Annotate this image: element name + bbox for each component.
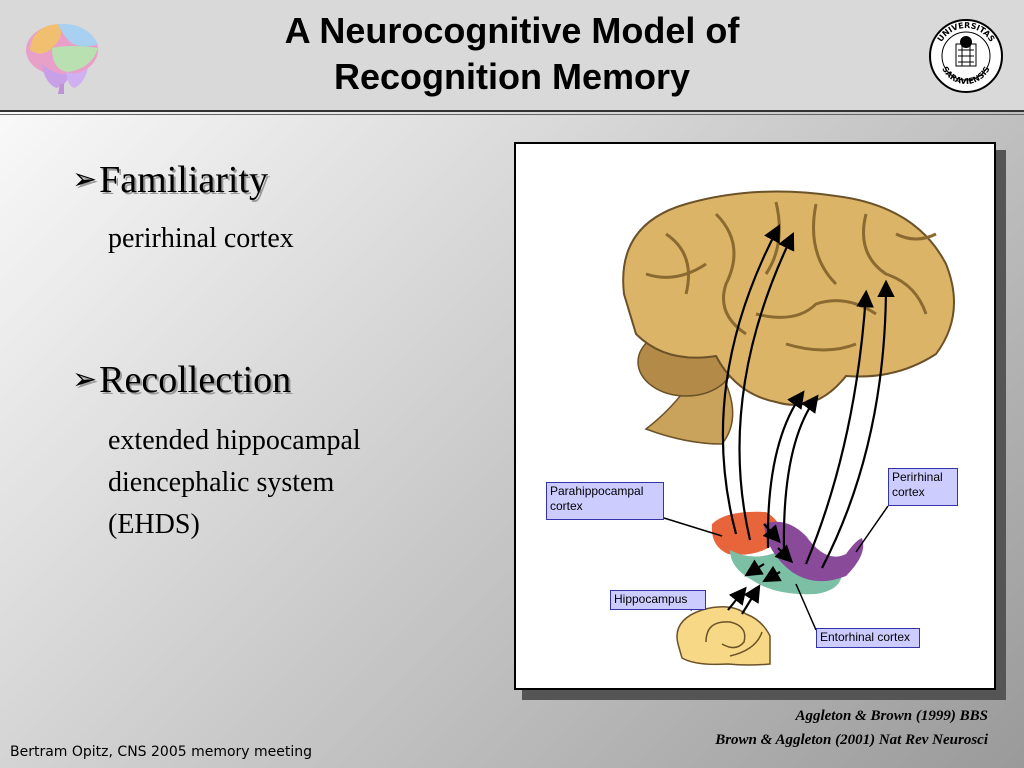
- label-line: Parahippocampal: [550, 484, 644, 498]
- label-line: cortex: [550, 499, 583, 513]
- university-seal-icon: UNIVERSITAS SARAVIENSIS: [929, 19, 1003, 93]
- label-line: cortex: [892, 485, 925, 499]
- bullet-detail: diencephalic system: [108, 467, 335, 498]
- footer-text: Bertram Opitz, CNS 2005 memory meeting: [10, 744, 313, 760]
- bullet-familiarity: ➢Familiarity: [72, 158, 268, 202]
- title-line-2: Recognition Memory: [333, 56, 691, 97]
- label-line: Perirhinal: [892, 470, 943, 484]
- bullet-detail: perirhinal cortex: [108, 223, 294, 254]
- brain-diagram: [622, 190, 955, 666]
- label-perirhinal: Perirhinal cortex: [888, 468, 958, 506]
- bullet-recollection: ➢Recollection: [72, 358, 291, 402]
- header-rule-thin: [0, 114, 1024, 115]
- bullet-arrow-icon: ➢: [72, 362, 98, 397]
- label-hippocampus: Hippocampus: [610, 590, 706, 610]
- hippocampus-folds: [705, 621, 763, 657]
- slide-header: [0, 0, 1024, 110]
- bullet-detail: (EHDS): [108, 509, 200, 540]
- brain-logo-icon: [26, 23, 98, 94]
- label-entorhinal: Entorhinal cortex: [816, 628, 920, 648]
- bullet-label: Recollection: [99, 359, 292, 401]
- cerebrum: [622, 190, 955, 406]
- bullet-arrow-icon: ➢: [72, 162, 98, 197]
- parahippocampal-region: [711, 511, 781, 555]
- reference-1: Aggleton & Brown (1999) BBS: [795, 708, 988, 724]
- bullet-label: Familiarity: [99, 159, 269, 201]
- bullet-detail: extended hippocampal: [108, 425, 361, 456]
- label-parahippocampal: Parahippocampal cortex: [546, 482, 664, 520]
- reference-2: Brown & Aggleton (2001) Nat Rev Neurosci: [715, 732, 988, 748]
- slide-title: A Neurocognitive Model of Recognition Me…: [180, 8, 844, 100]
- title-line-1: A Neurocognitive Model of: [284, 10, 740, 51]
- projection-arrows: [721, 224, 895, 615]
- perirhinal-region: [764, 521, 864, 582]
- brain-gyri: [645, 201, 937, 352]
- hippocampus-shape: [676, 606, 771, 666]
- header-rule: [0, 110, 1024, 112]
- brain-figure: Parahippocampal cortex Perirhinal cortex…: [514, 142, 996, 690]
